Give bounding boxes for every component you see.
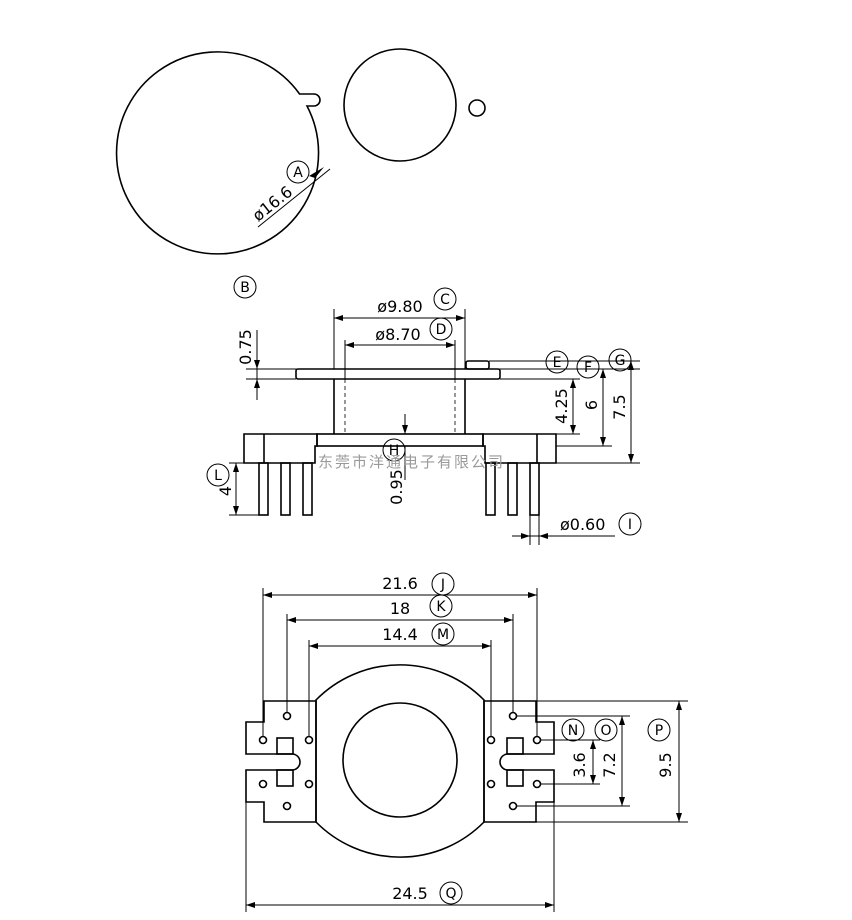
callout-g: G <box>615 353 626 369</box>
callout-n: N <box>568 723 578 739</box>
callout-m: M <box>437 627 449 643</box>
dim-k-value: 18 <box>390 599 410 618</box>
dim-i-value: ø0.60 <box>560 515 605 534</box>
dim-h-value: 0.95 <box>387 469 406 505</box>
dim-q-value: 24.5 <box>392 884 428 903</box>
callout-e: E <box>553 355 562 371</box>
top-view: ø16.6 A <box>115 48 486 255</box>
side-view: 0.75 B ø9.80 C ø8.70 D E 4.25 F <box>206 275 642 545</box>
callout-c: C <box>440 292 450 308</box>
dim-c-value: ø9.80 <box>377 297 422 316</box>
dim-l-value: 4 <box>216 486 235 496</box>
dim-6-value: 6 <box>582 400 601 410</box>
dim-f-value: 4.25 <box>552 388 571 424</box>
dim-p-value: 9.5 <box>656 752 675 777</box>
callout-j: J <box>440 577 445 593</box>
callout-f: F <box>584 360 592 376</box>
callout-o: O <box>600 723 611 739</box>
watermark: 东莞市洋通电子有限公司 <box>318 453 505 471</box>
dim-b-value: 0.75 <box>236 329 255 365</box>
dim-d-value: ø8.70 <box>375 325 420 344</box>
dim-n-value: 3.6 <box>570 752 589 777</box>
callout-p: P <box>655 723 663 739</box>
callout-a: A <box>293 165 303 181</box>
callout-k: K <box>436 599 446 615</box>
dim-m-value: 14.4 <box>382 625 418 644</box>
callout-l: L <box>214 468 222 484</box>
dim-o-value: 7.2 <box>600 752 619 777</box>
callout-d: D <box>436 322 447 338</box>
callout-b: B <box>240 280 250 296</box>
callout-q: Q <box>445 886 456 902</box>
bottom-view: 21.6 J 18 K 14.4 M 3.6 N <box>245 572 688 912</box>
callout-i: I <box>628 517 632 533</box>
dim-j-value: 21.6 <box>382 574 418 593</box>
callout-h: H <box>389 443 400 459</box>
dim-g-value: 7.5 <box>610 394 629 419</box>
diameter-label: ø16.6 <box>249 182 296 225</box>
